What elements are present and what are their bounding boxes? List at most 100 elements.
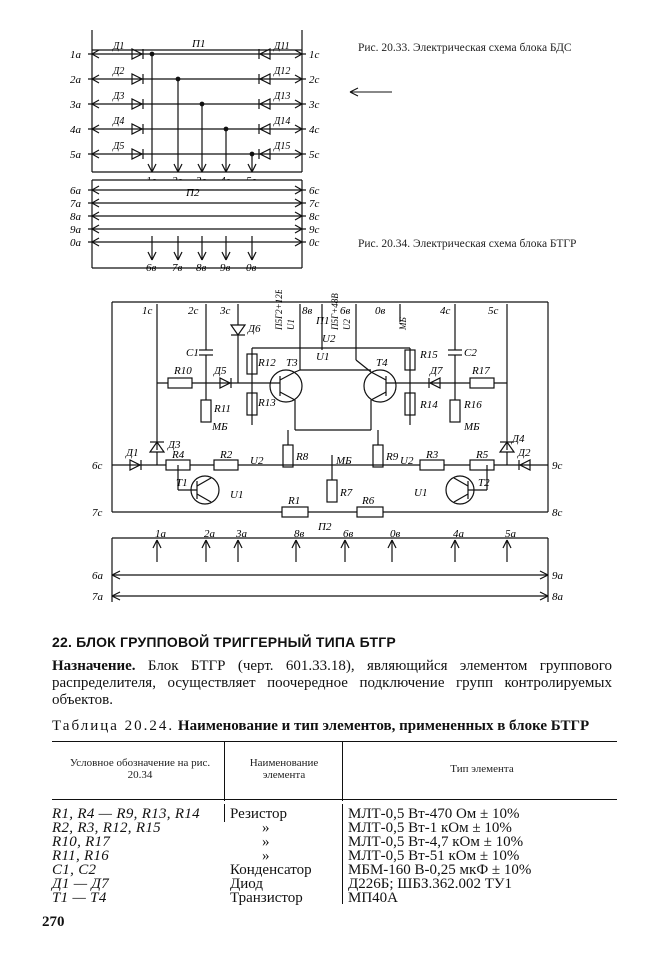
diode-icon [131,98,144,110]
bottom-terminal-label: 6в [146,262,157,274]
resistor-r14-label: R14 [419,399,438,411]
diode-right-label: Д13 [273,91,290,102]
left-terminal-label: 7а [70,198,82,210]
cell-element-type: МЛТ-0,5 Вт-470 Ом ± 10% [348,806,520,822]
mb-label: МБ [211,421,228,433]
supply-label: П5Г+48В [330,293,340,331]
diode-icon [131,73,144,85]
u1-label: U1 [316,351,329,363]
arrow-icon [294,49,303,59]
cell-designation: R10, R17 [52,834,111,850]
arrow-left-icon [349,87,392,97]
arrow-down-icon [147,251,157,261]
cell-element-type: Д226Б; ШБЗ.362.002 ТУ1 [348,876,513,892]
arrow-down-icon [221,251,231,261]
bottom-arrow-label: 0в [390,528,401,540]
table-header-type: Тип элемента [450,763,514,775]
diode-d7-label: Д7 [429,365,443,377]
cell-element-type: МЛТ-0,5 Вт-51 кОм ± 10% [348,848,520,864]
board-p2-label: П2 [185,187,200,199]
arrow-up-icon [340,539,350,549]
bottom-side-8a: 8а [552,591,564,603]
arrow-up-icon [152,539,162,549]
cell-element-type: МЛТ-0,5 Вт-4,7 кОм ± 10% [348,834,524,850]
arrow-icon [294,237,303,247]
diode-d3-label: Д3 [167,439,181,451]
right-terminal-label: 7с [309,198,320,210]
bottom-terminal-label: 2в [172,175,183,180]
cell-element-name: » [262,820,270,836]
top-terminal-label: 2с [188,305,199,317]
figure-20-33-caption: Рис. 20.33. Электрическая схема блока БД… [358,42,572,54]
page-number: 270 [42,914,65,930]
resistor-r5-label: R5 [475,449,489,461]
cell-designation: R2, R3, R12, R15 [52,820,161,836]
cell-element-type: МБМ-160 В-0,25 мкФ ± 10% [348,862,532,878]
bottom-terminal-label: 5в [246,175,257,180]
right-terminal-label: 3с [308,99,320,111]
cell-element-name: » [262,834,270,850]
diode-d5-label: Д5 [213,365,227,377]
bottom-side-7a: 7а [92,591,104,603]
diode-d6-label: Д6 [247,323,261,335]
left-terminal-label: 1а [70,49,82,61]
supply-label: МБ [398,317,408,331]
table-row: R11, R16»МЛТ-0,5 Вт-51 кОм ± 10% [52,849,617,864]
right-terminal-label: 6с [309,185,320,197]
left-terminal-label: 2а [70,74,82,86]
transistor-t3-label: T3 [286,357,298,369]
arrow-icon [294,149,303,159]
cell-element-name: Резистор [230,806,287,822]
diode-right-label: Д11 [273,41,290,52]
resistor-r8-label: R8 [295,451,309,463]
resistor-r13-label: R13 [257,397,276,409]
transistor-t1-label: T1 [176,477,188,489]
side-left-7c: 7с [92,507,103,519]
diode-icon [258,73,271,85]
table-header-designation: Условное обозначение на рис. 20.34 [69,757,211,781]
bottom-arrow-label: 1а [155,528,167,540]
side-right-9c: 9с [552,460,563,472]
paragraph-text: Блок БТГР (черт. 601.33.18), являющийся … [52,658,612,708]
diode-right-label: Д14 [273,116,290,127]
cell-element-name: Транзистор [230,890,303,906]
supply-label: U2 [342,319,352,330]
bottom-terminal-label: 7в [172,262,183,274]
top-terminal-label: 0в [375,305,386,317]
resistor-r3-label: R3 [425,449,439,461]
diode-icon [258,148,271,160]
bottom-terminal-label: 4в [220,175,231,180]
table-caption-prefix: Таблица 20.24. [52,718,175,734]
arrow-up-icon [387,539,397,549]
section-title: 22. БЛОК ГРУППОВОЙ ТРИГГЕРНЫЙ ТИПА БТГР [52,634,396,650]
top-terminal-label: 6в [340,305,351,317]
diode-left-label: Д3 [112,91,124,102]
board-p2-label: П2 [317,521,332,533]
table-row: R2, R3, R12, R15»МЛТ-0,5 Вт-1 кОм ± 10% [52,821,617,836]
top-terminal-label: 4с [440,305,451,317]
arrow-icon [91,49,100,59]
arrow-icon [294,224,303,234]
arrow-down-icon [147,163,157,173]
arrow-icon [91,185,100,195]
arrow-icon [91,149,100,159]
resistor-r1-label: R1 [287,495,300,507]
resistor-r12-label: R12 [257,357,276,369]
resistor-r6-label: R6 [361,495,375,507]
u1-label: U1 [230,489,243,501]
arrow-icon [91,124,100,134]
top-terminal-label: 8в [302,305,313,317]
diode-icon [131,123,144,135]
capacitor-c1-label: C1 [186,347,199,359]
bottom-terminal-label: 1в [146,175,157,180]
bottom-terminal-label: 3в [195,175,207,180]
bottom-terminal-label: 0в [246,262,257,274]
left-terminal-label: 9а [70,224,82,236]
bottom-terminal-label: 8в [196,262,207,274]
table-header-name: Наименование элемента [249,757,319,781]
diode-left-label: Д5 [112,141,124,152]
